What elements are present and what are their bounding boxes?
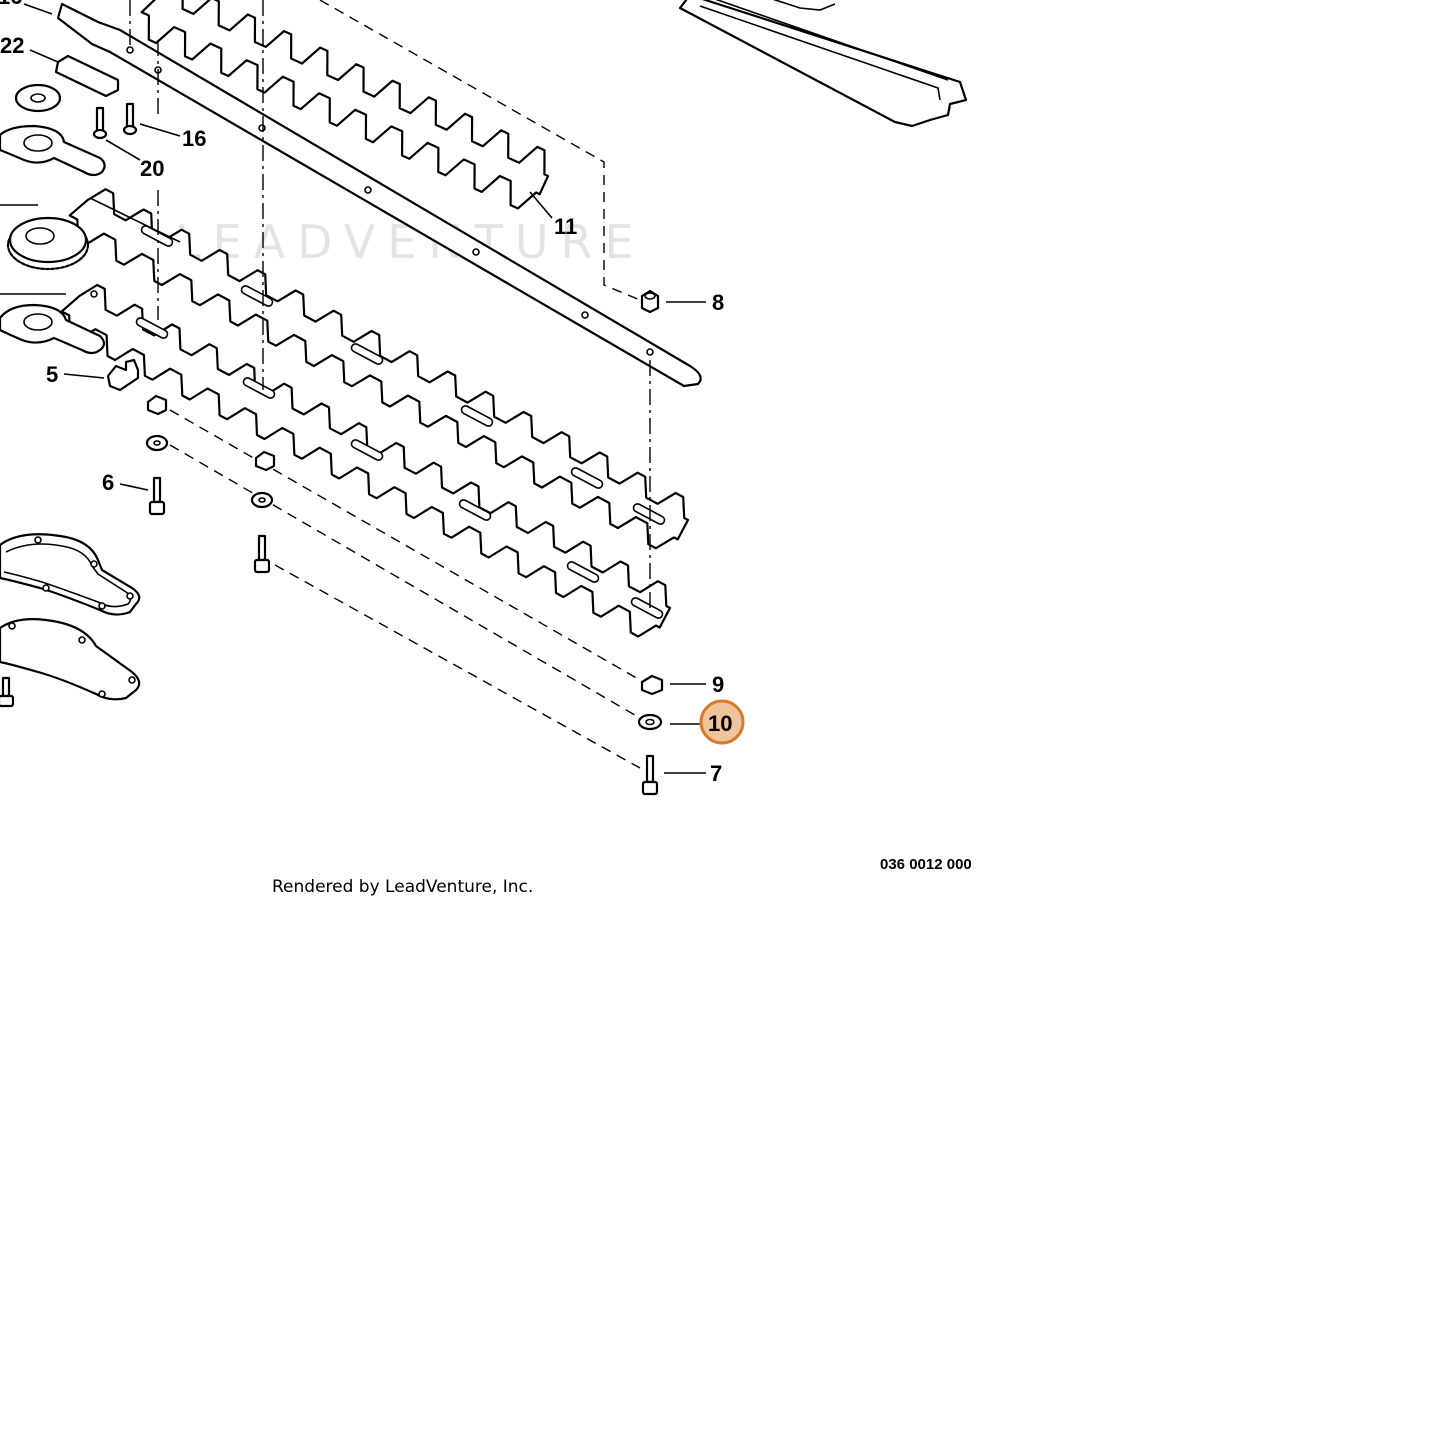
left-parts xyxy=(0,54,664,731)
blade-guard xyxy=(678,0,968,128)
leader-lines xyxy=(23,3,706,774)
callout-8[interactable]: 8 xyxy=(712,290,724,315)
callouts: 16 22 16 20 11 8 5 6 9 10 7 xyxy=(0,0,745,786)
blade-bar xyxy=(56,2,702,388)
callout-11[interactable]: 11 xyxy=(554,214,577,239)
alignment-lines xyxy=(129,0,651,610)
callout-22[interactable]: 22 xyxy=(0,33,24,58)
drawing-code: 036 0012 000 xyxy=(880,856,972,873)
callout-10[interactable]: 10 xyxy=(708,711,732,736)
middle-blade xyxy=(68,188,690,550)
callout-9[interactable]: 9 xyxy=(712,672,724,697)
callout-10-highlighted[interactable]: 10 xyxy=(699,699,745,745)
callout-16-top[interactable]: 16 xyxy=(0,0,22,9)
callout-7[interactable]: 7 xyxy=(710,761,722,786)
callout-20[interactable]: 20 xyxy=(140,156,164,181)
callout-5[interactable]: 5 xyxy=(46,362,58,387)
gaskets xyxy=(0,533,141,701)
callout-16[interactable]: 16 xyxy=(182,126,206,151)
assembly-dashed-lines xyxy=(169,0,641,769)
upper-blade xyxy=(140,0,550,210)
screws xyxy=(0,102,659,796)
callout-6[interactable]: 6 xyxy=(102,470,114,495)
lower-blade xyxy=(60,283,672,638)
highlight-circle xyxy=(699,699,745,745)
render-credit: Rendered by LeadVenture, Inc. xyxy=(272,877,533,897)
